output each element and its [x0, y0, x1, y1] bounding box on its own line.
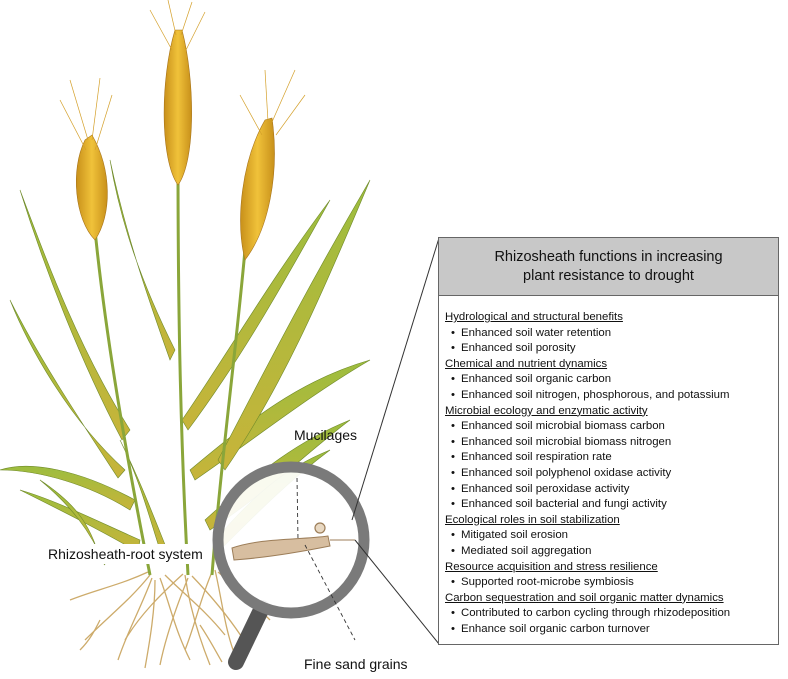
- list-item: •Enhanced soil water retention: [445, 326, 778, 342]
- list-item: •Enhanced soil microbial biomass carbon: [445, 419, 778, 435]
- rhizosheath-root-system-label: Rhizosheath-root system: [44, 544, 207, 564]
- list-item: •Enhanced soil microbial biomass nitroge…: [445, 435, 778, 451]
- section-title: Resource acquisition and stress resilien…: [445, 560, 778, 576]
- magnifier-icon: [218, 467, 364, 662]
- section-title: Chemical and nutrient dynamics: [445, 357, 778, 373]
- panel-title-line-1: Rhizosheath functions in increasing: [494, 248, 722, 267]
- section-ecological: Ecological roles in soil stabilization •…: [445, 513, 778, 560]
- section-hydrological: Hydrological and structural benefits •En…: [445, 310, 778, 357]
- list-item: •Mitigated soil erosion: [445, 528, 778, 544]
- section-title: Hydrological and structural benefits: [445, 310, 778, 326]
- list-item: •Enhanced soil polyphenol oxidase activi…: [445, 466, 778, 482]
- section-resource: Resource acquisition and stress resilien…: [445, 560, 778, 591]
- section-title: Carbon sequestration and soil organic ma…: [445, 591, 778, 607]
- list-item: •Enhanced soil porosity: [445, 341, 778, 357]
- panel-sections: Hydrological and structural benefits •En…: [439, 296, 778, 637]
- fine-sand-grains-label: Fine sand grains: [304, 656, 408, 672]
- section-title: Microbial ecology and enzymatic activity: [445, 404, 778, 420]
- wheat-ears: [76, 30, 274, 260]
- mucilages-label: Mucilages: [294, 427, 357, 443]
- section-title: Ecological roles in soil stabilization: [445, 513, 778, 529]
- section-carbon: Carbon sequestration and soil organic ma…: [445, 591, 778, 638]
- panel-title-line-2: plant resistance to drought: [494, 267, 722, 286]
- functions-panel: Rhizosheath functions in increasing plan…: [438, 237, 779, 645]
- list-item: •Enhanced soil respiration rate: [445, 450, 778, 466]
- list-item: •Enhance soil organic carbon turnover: [445, 622, 778, 638]
- list-item: •Contributed to carbon cycling through r…: [445, 606, 778, 622]
- section-microbial: Microbial ecology and enzymatic activity…: [445, 404, 778, 513]
- list-item: •Enhanced soil peroxidase activity: [445, 482, 778, 498]
- list-item: •Enhanced soil organic carbon: [445, 372, 778, 388]
- list-item: •Enhanced soil bacterial and fungi activ…: [445, 497, 778, 513]
- list-item: •Supported root-microbe symbiosis: [445, 575, 778, 591]
- section-chemical: Chemical and nutrient dynamics •Enhanced…: [445, 357, 778, 404]
- list-item: •Enhanced soil nitrogen, phosphorous, an…: [445, 388, 778, 404]
- list-item: •Mediated soil aggregation: [445, 544, 778, 560]
- panel-header: Rhizosheath functions in increasing plan…: [439, 238, 778, 296]
- zoom-connector: [352, 238, 439, 644]
